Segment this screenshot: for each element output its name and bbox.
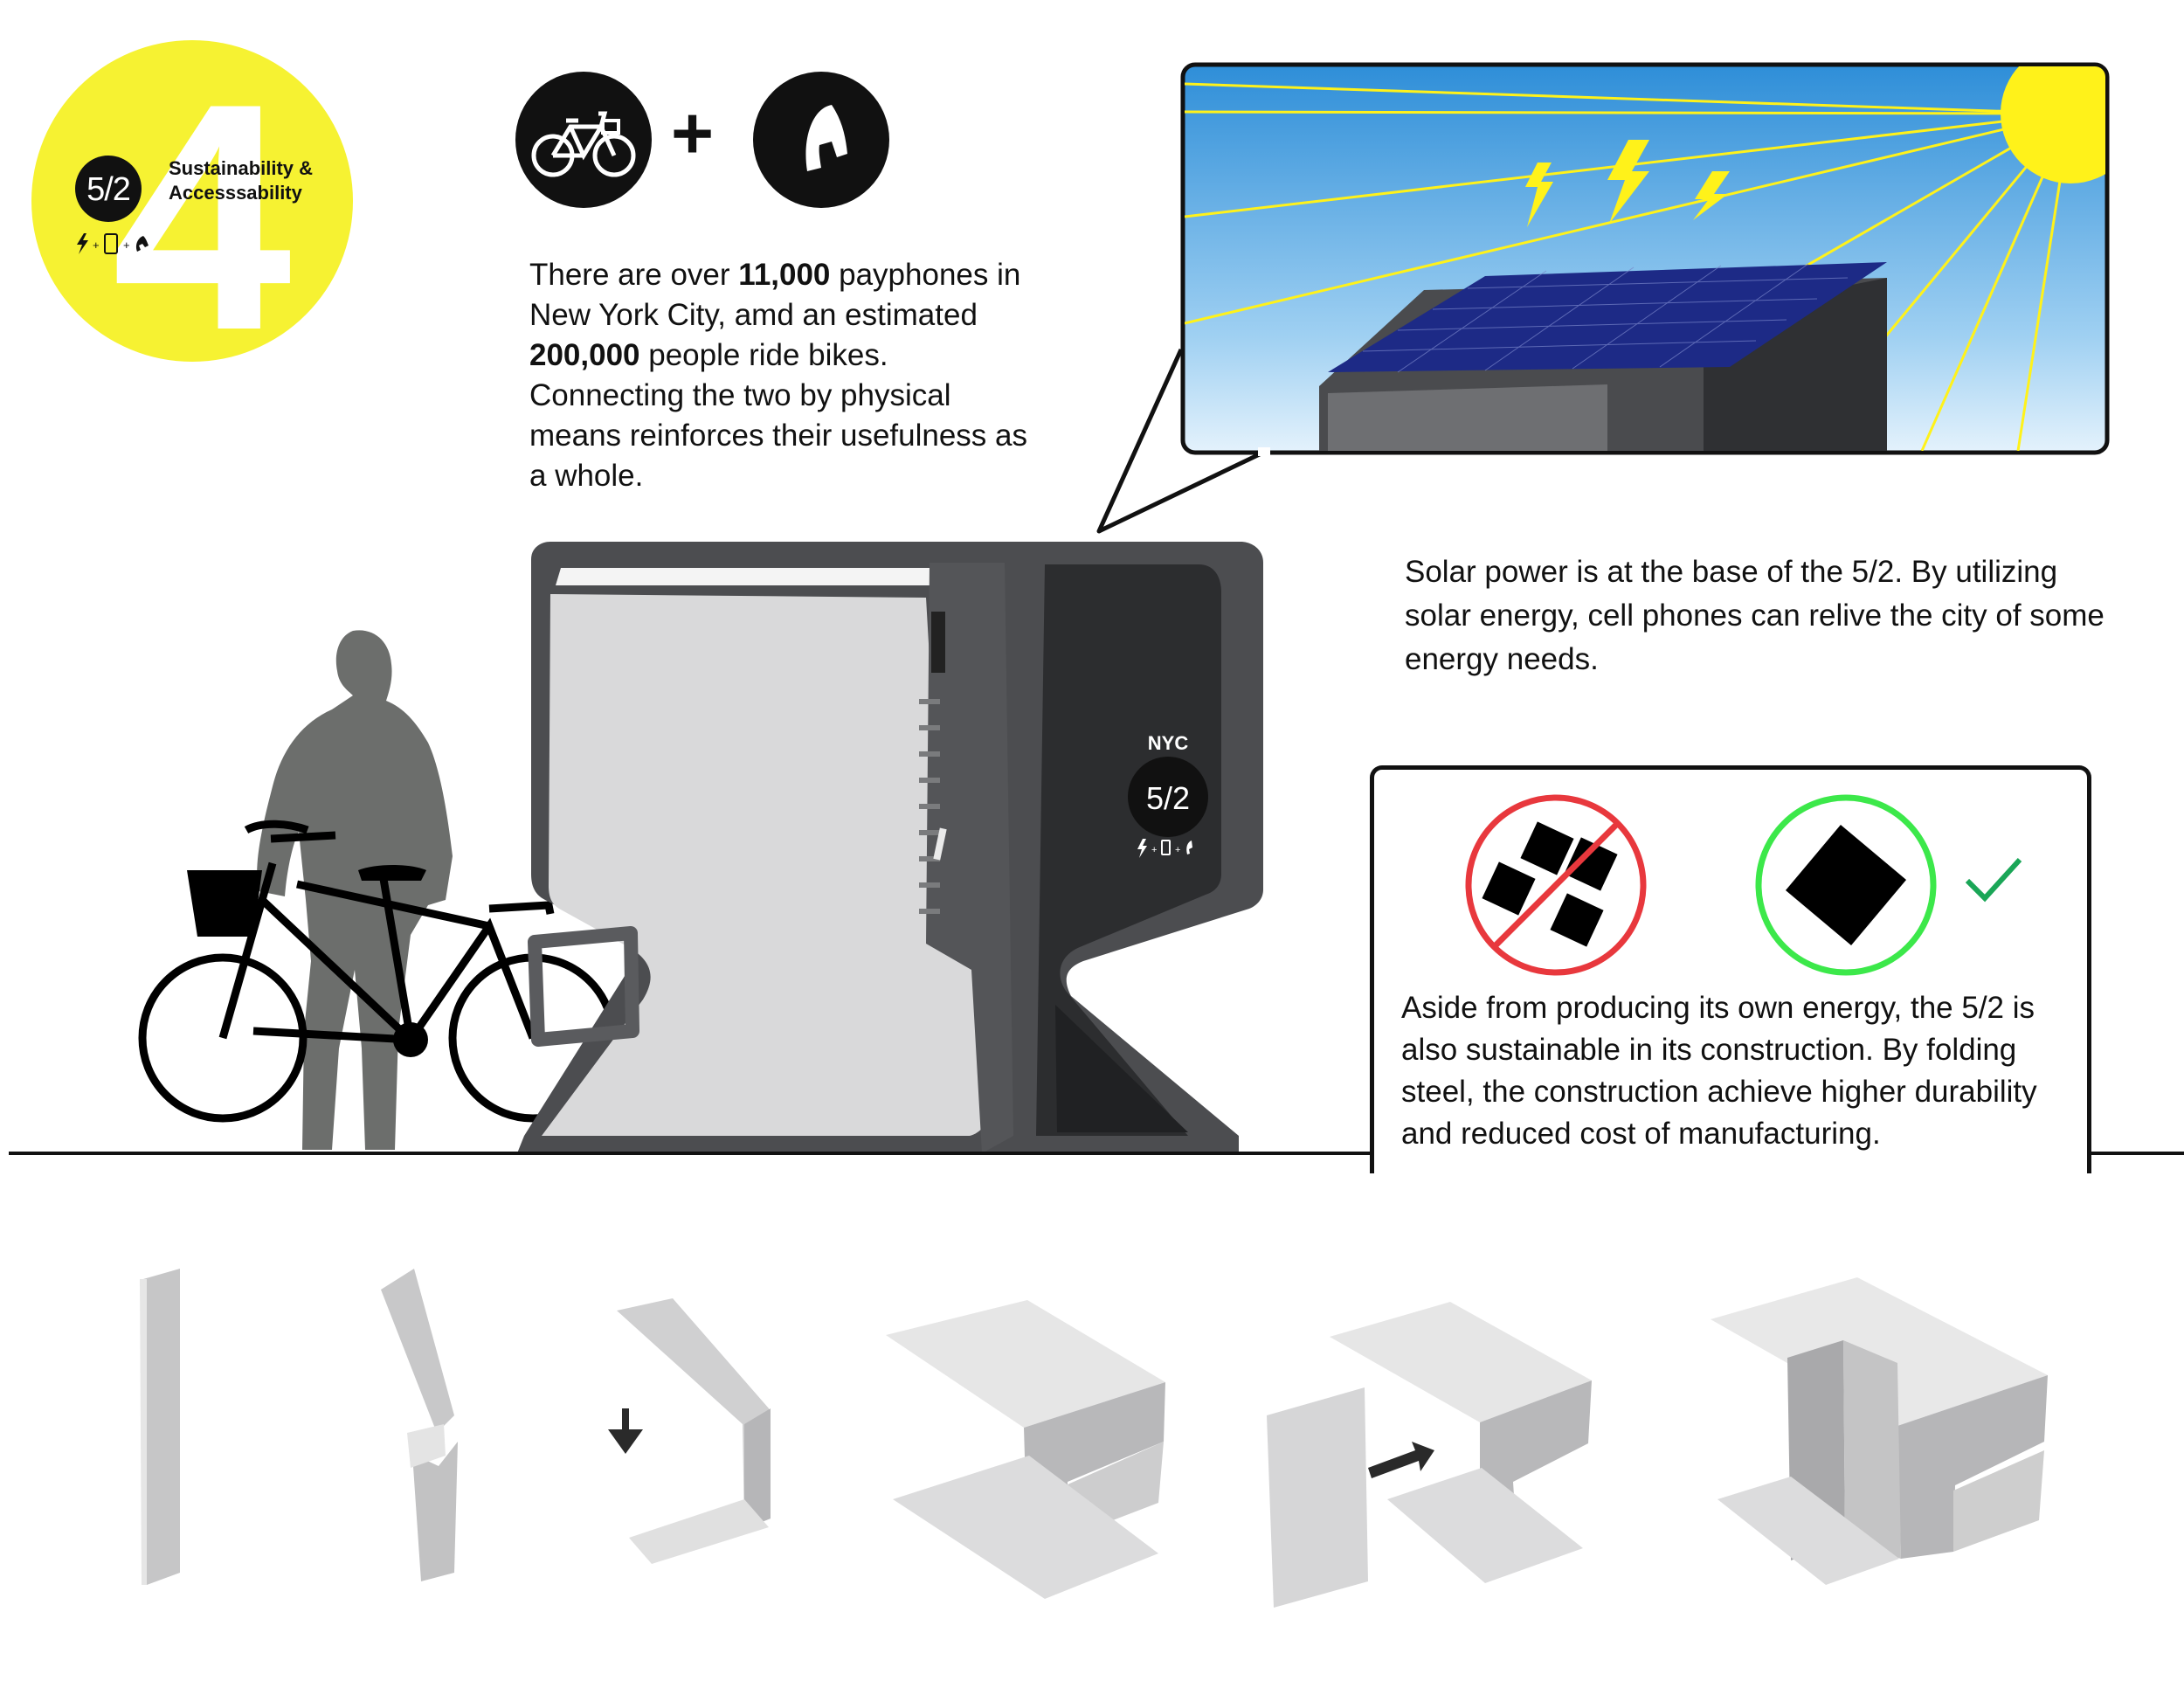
person-silhouette bbox=[257, 630, 453, 1150]
intro-text-1: There are over bbox=[529, 258, 739, 292]
right-arrow-icon bbox=[1368, 1442, 1434, 1478]
badge-icon-row: + + bbox=[77, 233, 149, 254]
telephone-handset-icon bbox=[1186, 841, 1192, 854]
telephone-handset-icon bbox=[135, 236, 149, 252]
badge-title-line2: Accesssability bbox=[169, 182, 302, 204]
fold-step-insert-panel bbox=[1267, 1302, 1592, 1608]
section-badge: 4 5/2 Sustainability & Accesssability + … bbox=[31, 37, 353, 398]
fold-step-bend-down bbox=[608, 1298, 771, 1564]
badge-logo-text: 5/2 bbox=[86, 171, 131, 208]
rider-count: 200,000 bbox=[529, 338, 640, 372]
bicycle-icon bbox=[515, 72, 652, 208]
badge-logo bbox=[75, 156, 142, 222]
badge-title-line1: Sustainability & bbox=[169, 157, 314, 179]
fold-step-flat-sheet bbox=[140, 1269, 180, 1585]
fold-sequence bbox=[140, 1269, 2048, 1608]
down-arrow-icon bbox=[608, 1408, 643, 1454]
kiosk-city-label: NYC bbox=[1148, 732, 1189, 754]
bike-basket bbox=[187, 870, 262, 937]
svg-text:+: + bbox=[123, 239, 130, 252]
badge-number: 4 bbox=[112, 40, 294, 362]
badge-circle: 4 bbox=[31, 37, 353, 398]
kiosk-logo bbox=[1128, 757, 1208, 837]
solar-callout bbox=[1096, 62, 2110, 534]
sun-icon bbox=[2001, 66, 2105, 183]
checkmark-icon bbox=[1965, 857, 2022, 903]
plus-operator: + bbox=[671, 92, 715, 174]
kiosk-icon-row: + + bbox=[1137, 839, 1192, 858]
fold-step-first-fold bbox=[381, 1269, 458, 1581]
solar-panel bbox=[1328, 262, 1887, 372]
single-panel-approved-icon bbox=[1755, 794, 1937, 976]
construction-paragraph: Aside from producing its own energy, the… bbox=[1401, 991, 2037, 1151]
intro-text-3: people ride bikes. Connecting the two by… bbox=[529, 338, 1027, 493]
svg-text:+: + bbox=[1175, 845, 1180, 855]
fold-step-assembled bbox=[1711, 1277, 2048, 1585]
lightning-icon bbox=[1137, 839, 1147, 858]
lightning-bolts bbox=[1525, 140, 1730, 227]
kiosk-scene: 5/2 NYC + + bbox=[9, 542, 2184, 1155]
bike-rack bbox=[528, 926, 639, 1047]
solar-paragraph: Solar power is at the base of the 5/2. B… bbox=[1405, 555, 2105, 676]
intro-paragraph: There are over 11,000 payphones in New Y… bbox=[529, 255, 1036, 496]
telephone-handset-icon bbox=[753, 72, 889, 208]
fold-step-c-shape bbox=[886, 1300, 1165, 1599]
lightning-icon bbox=[77, 233, 88, 254]
kiosk-logo-text: 5/2 bbox=[1146, 780, 1190, 816]
kiosk: 5/2 NYC + + bbox=[517, 542, 1263, 1153]
many-panels-prohibited-icon bbox=[1465, 794, 1647, 976]
svg-text:+: + bbox=[93, 239, 100, 252]
phone-device-icon bbox=[104, 233, 118, 254]
intro-text-2: payphones in New York City, amd an estim… bbox=[529, 258, 1021, 332]
payphone-count: 11,000 bbox=[738, 258, 831, 292]
svg-text:+: + bbox=[1151, 845, 1157, 855]
phone-device-icon bbox=[1161, 840, 1171, 855]
